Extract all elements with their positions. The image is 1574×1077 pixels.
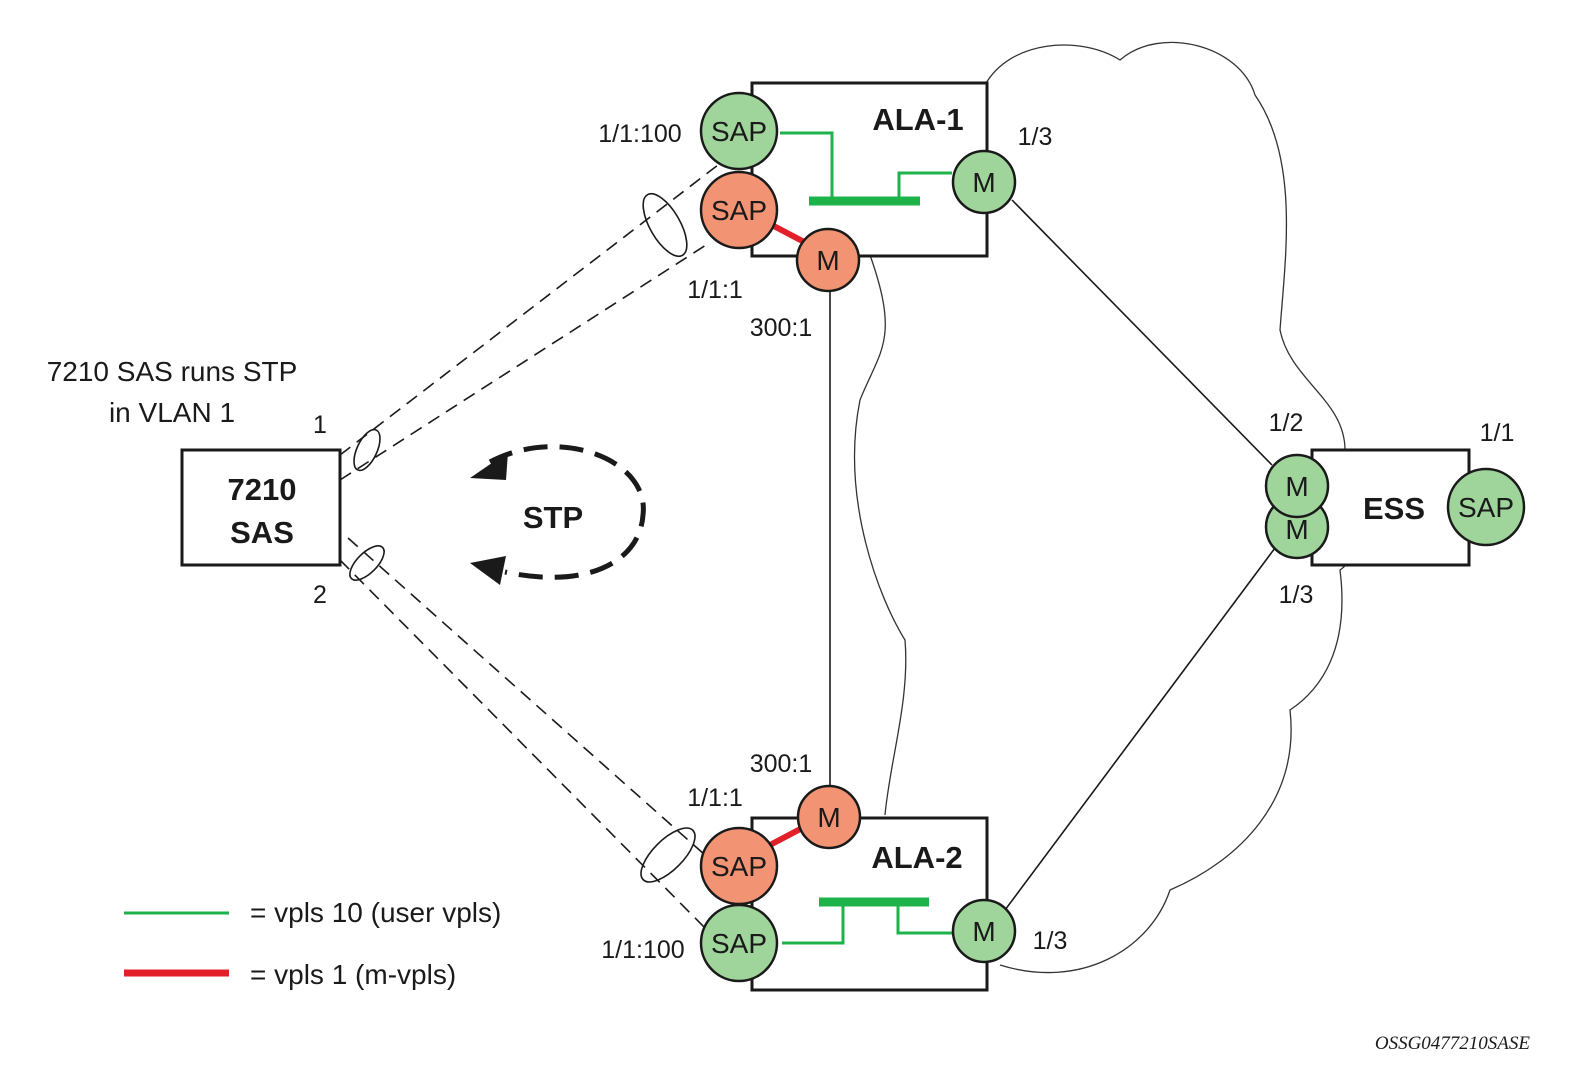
- ala1-label-sap-green: 1/1:100: [598, 120, 681, 148]
- ala2-label-sap-red: 1/1:1: [687, 784, 743, 812]
- ala1-sap-green[interactable]: [699, 91, 779, 171]
- ala2-mesh-red-text: M: [817, 802, 840, 833]
- access-link-top: [339, 164, 719, 481]
- ala2-mesh-red[interactable]: [796, 784, 862, 850]
- legend-red-text: = vpls 1 (m-vpls): [250, 959, 456, 990]
- ala2-vpls10-line-mesh: [896, 905, 952, 935]
- stp-arrow-top: [470, 452, 508, 480]
- link-ellipse-ala1: [642, 192, 688, 258]
- ala2-title: ALA-2: [871, 840, 962, 875]
- ala1-label-mesh-red: 300:1: [750, 314, 813, 342]
- sas-port-bottom: 2: [313, 581, 327, 609]
- ess-label-mesh-top: 1/2: [1269, 409, 1304, 437]
- ess-box: [1310, 448, 1471, 567]
- ala2-label-mesh-red: 300:1: [750, 750, 813, 778]
- link-ala1-ess: [1011, 199, 1273, 466]
- ala2-label-mesh-green: 1/3: [1033, 927, 1068, 955]
- ess-sap[interactable]: [1446, 467, 1526, 547]
- sas-title-line2: SAS: [230, 515, 294, 550]
- ala2-sap-green[interactable]: [699, 903, 779, 983]
- ala1-mesh-red-text: M: [816, 245, 839, 276]
- ess-title: ESS: [1363, 491, 1425, 526]
- ala1-title: ALA-1: [872, 102, 963, 137]
- ala2-mesh-green-text: M: [972, 916, 995, 947]
- ala1-vpls10-line-sap: [780, 131, 834, 198]
- link-ala2-ess: [1004, 547, 1276, 911]
- stp-arrow-bottom: [470, 556, 506, 585]
- link-ellipse-sas-bottom: [349, 545, 385, 581]
- sas-box: [180, 448, 342, 567]
- figure-id-caption: OSSG0477210SASE: [1375, 1033, 1531, 1054]
- ala1-label-sap-red: 1/1:1: [687, 276, 743, 304]
- ala2-label-sap-green: 1/1:100: [601, 936, 684, 964]
- ala2-sap-green-text: SAP: [711, 928, 767, 959]
- note-line2: in VLAN 1: [109, 397, 235, 428]
- link-ellipse-sas-top: [353, 428, 381, 472]
- legend-green-text: = vpls 10 (user vpls): [250, 897, 501, 928]
- ala1-sap-red[interactable]: [699, 170, 779, 250]
- ala1-mesh-green[interactable]: [951, 149, 1017, 215]
- stp-loop: [488, 444, 646, 580]
- note-line1: 7210 SAS runs STP: [47, 356, 298, 387]
- sas-title-line1: 7210: [228, 472, 297, 507]
- ala2-sap-red-text: SAP: [711, 851, 767, 882]
- ess-mesh-bottom-text: M: [1285, 514, 1308, 545]
- ala1-sap-red-text: SAP: [711, 195, 767, 226]
- ess-label-sap: 1/1: [1480, 419, 1515, 447]
- ala1-mesh-green-text: M: [972, 167, 995, 198]
- stp-label: STP: [523, 500, 583, 535]
- sas-port-top: 1: [313, 411, 327, 439]
- ess-mesh-top-text: M: [1285, 471, 1308, 502]
- ala1-sap-green-text: SAP: [711, 116, 767, 147]
- ala2-vpls10-line-sap: [782, 905, 845, 945]
- ess-sap-text: SAP: [1458, 492, 1514, 523]
- ala2-mesh-green[interactable]: [951, 898, 1017, 964]
- ala1-mesh-red[interactable]: [795, 227, 861, 293]
- ala1-label-mesh-green: 1/3: [1018, 123, 1053, 151]
- ala1-box: [750, 81, 989, 258]
- ala1-mvpls-link: [768, 221, 810, 247]
- ess-label-mesh-bottom: 1/3: [1279, 581, 1314, 609]
- link-ellipse-ala2: [640, 827, 696, 883]
- ess-mesh-top[interactable]: [1264, 453, 1330, 519]
- access-link-bottom: [339, 537, 713, 936]
- ala1-vpls10-line-mesh: [897, 171, 952, 198]
